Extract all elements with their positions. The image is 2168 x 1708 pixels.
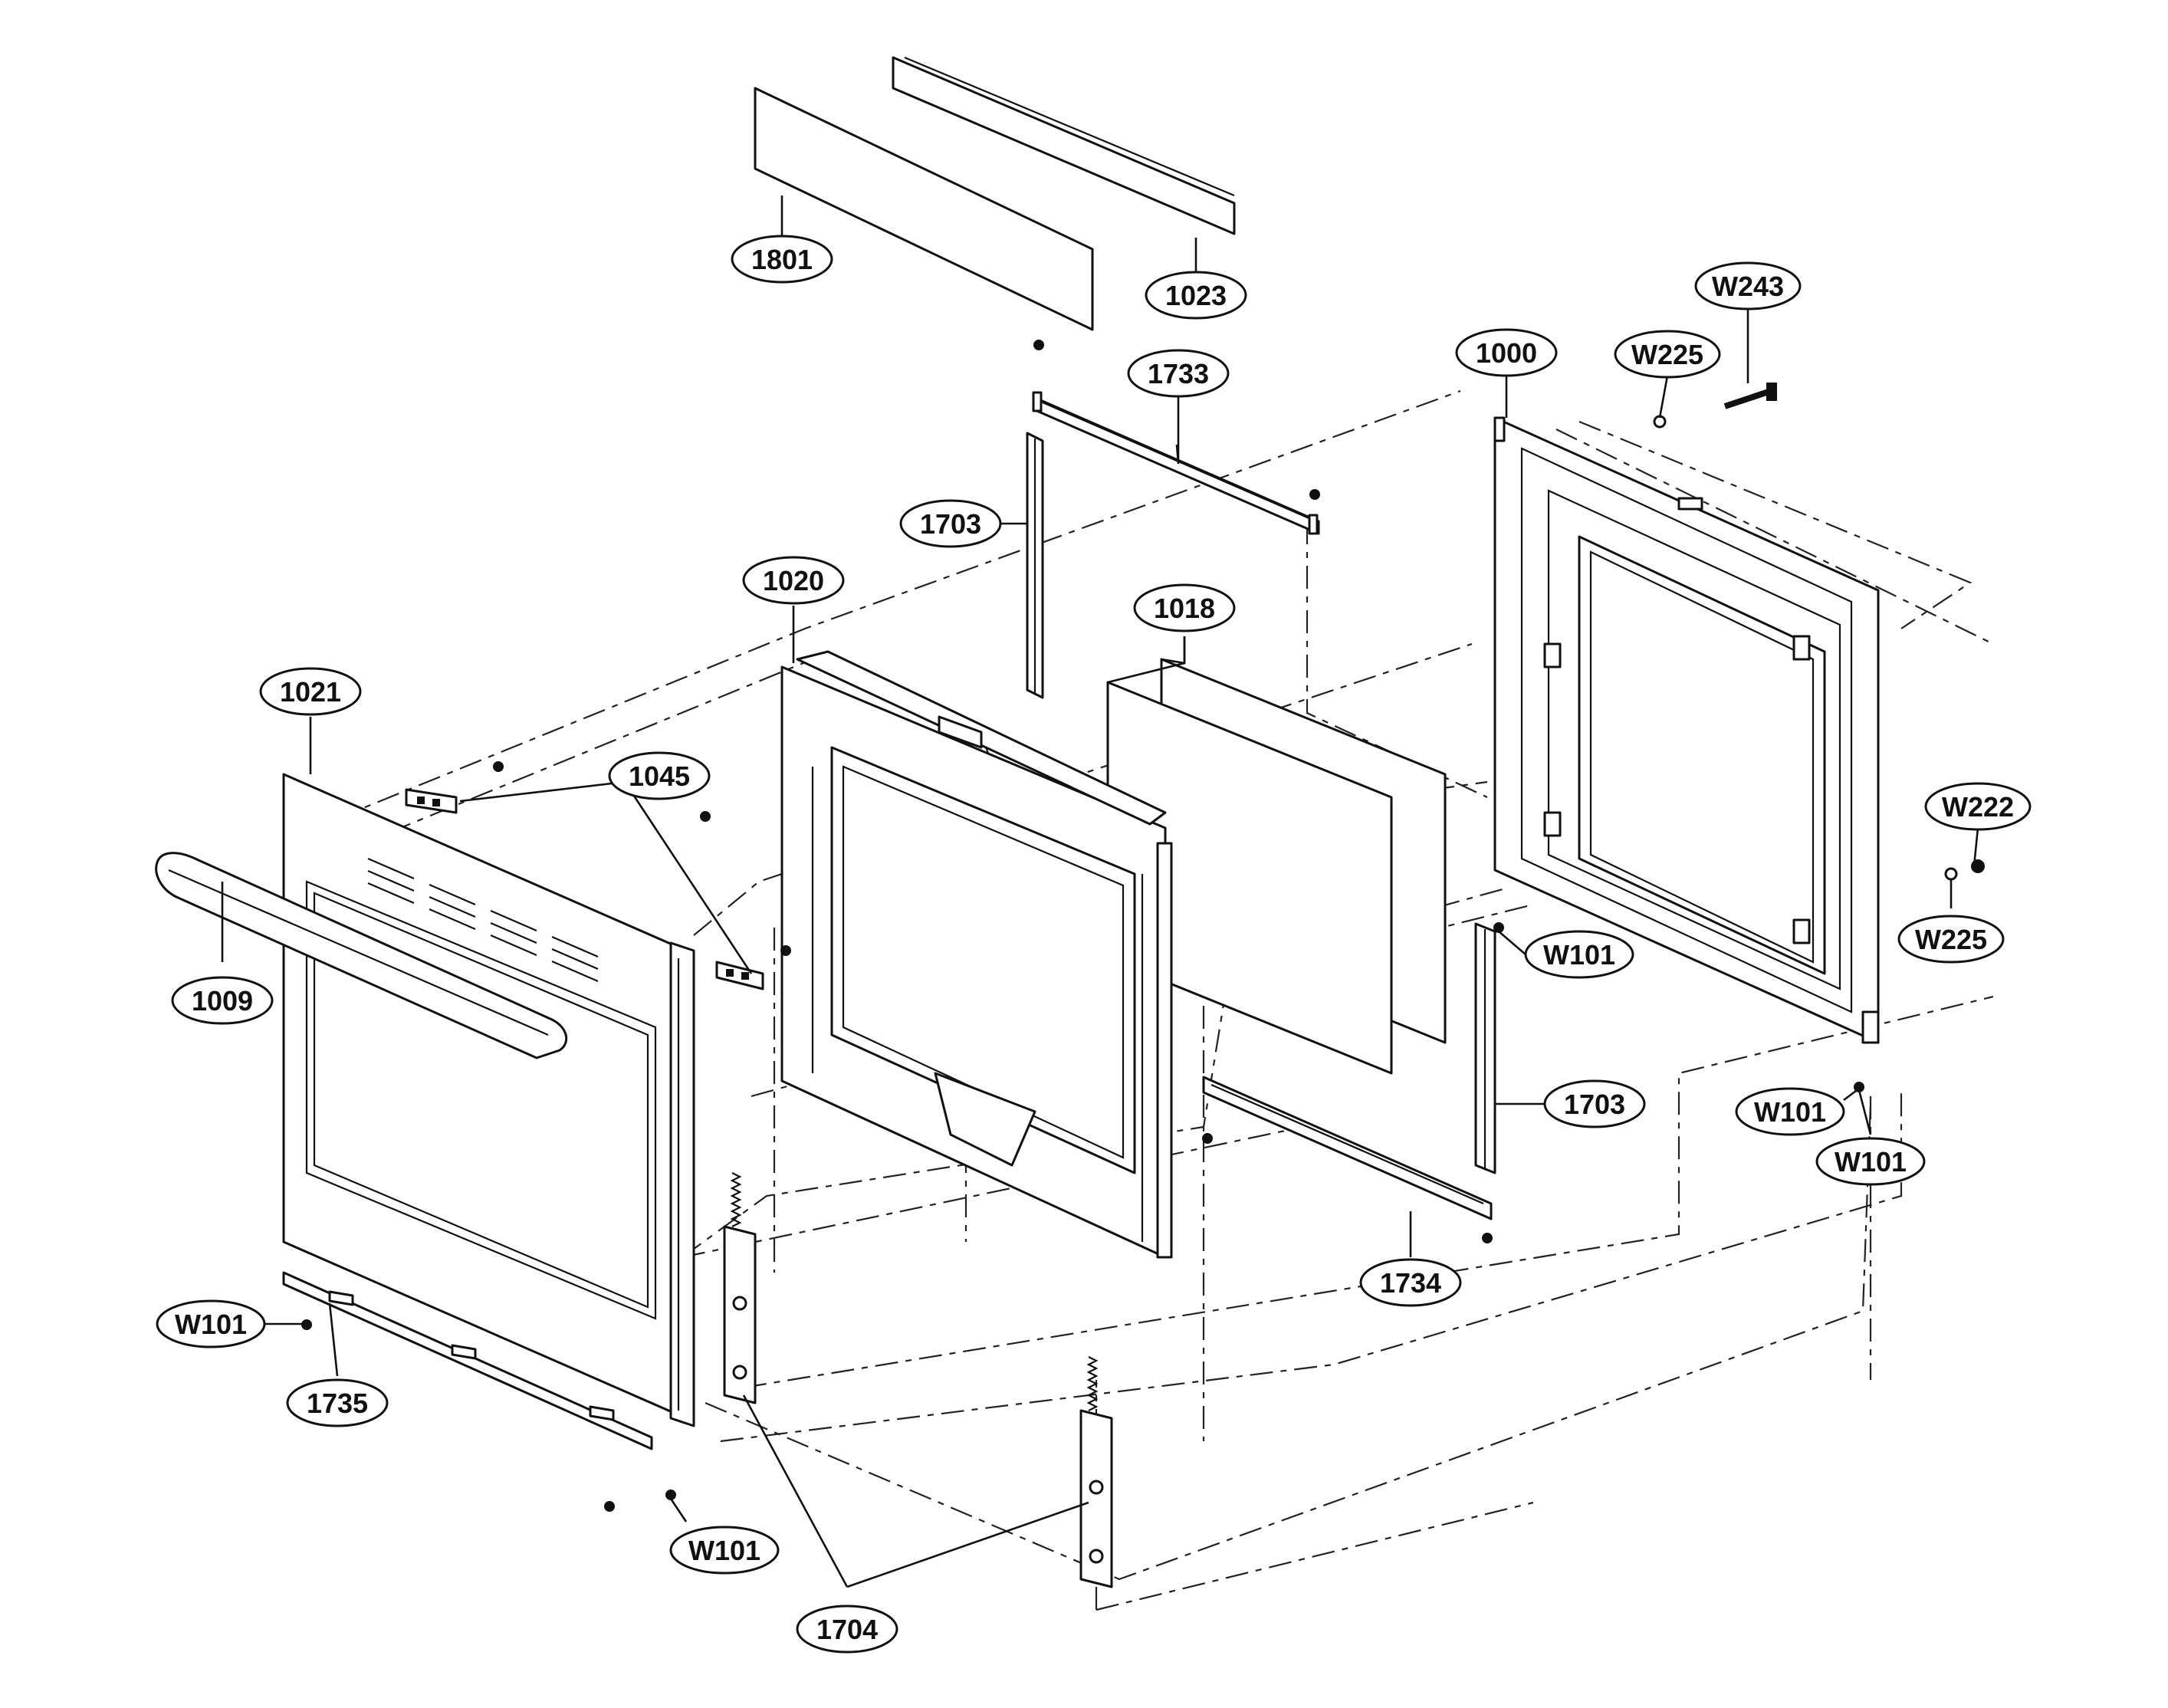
svg-text:1703: 1703 <box>920 508 981 540</box>
svg-text:1023: 1023 <box>1165 280 1227 311</box>
screw-bottom <box>604 1501 615 1512</box>
svg-text:W101: W101 <box>1543 939 1615 971</box>
callout-w243: W243 <box>1694 261 1802 310</box>
svg-text:W101: W101 <box>1835 1146 1907 1178</box>
svg-text:1703: 1703 <box>1564 1089 1625 1120</box>
svg-text:1000: 1000 <box>1476 337 1537 369</box>
inner-frame-1000 <box>1493 416 1880 1044</box>
svg-text:1733: 1733 <box>1148 358 1209 389</box>
callout-1000: 1000 <box>1455 328 1558 377</box>
screw-top-b <box>1309 489 1320 500</box>
svg-text:1009: 1009 <box>192 985 253 1017</box>
hinge-1704-a <box>723 1172 757 1404</box>
callout-w101-right-a: W101 <box>1735 1087 1845 1136</box>
callout-1703-upper: 1703 <box>899 499 1002 548</box>
screw-top-a <box>1033 340 1044 350</box>
callout-1020: 1020 <box>742 556 845 605</box>
screw-mid <box>700 811 711 822</box>
leader-lines <box>221 195 1979 1588</box>
panel-1801 <box>754 87 1094 331</box>
callout-1734: 1734 <box>1359 1258 1462 1307</box>
middle-frame-1020 <box>780 650 1173 1259</box>
callout-1703-lower: 1703 <box>1543 1079 1646 1128</box>
channel-1733 <box>1032 391 1320 535</box>
callout-1021: 1021 <box>259 667 362 716</box>
hinge-1704-b <box>1079 1356 1113 1588</box>
svg-text:1734: 1734 <box>1380 1267 1441 1299</box>
svg-text:W243: W243 <box>1712 271 1784 302</box>
washer-w225b <box>1944 867 1958 881</box>
svg-text:1021: 1021 <box>280 676 341 708</box>
handle-1009 <box>155 852 568 1059</box>
callout-w101-bottom: W101 <box>669 1526 780 1575</box>
svg-text:W101: W101 <box>175 1309 247 1340</box>
svg-text:1801: 1801 <box>751 244 813 275</box>
screw-w101-a <box>1493 922 1504 933</box>
screw-w101-d <box>301 1319 312 1330</box>
svg-text:1045: 1045 <box>629 760 690 792</box>
washer-w225a <box>1653 415 1667 429</box>
bracket-1045-a <box>405 788 458 814</box>
callout-1045: 1045 <box>608 751 711 800</box>
seal-1703-upper <box>1026 432 1044 699</box>
callout-1733: 1733 <box>1127 349 1230 398</box>
bracket-1045-b <box>715 961 764 990</box>
screw-w243 <box>1723 383 1777 409</box>
callout-1704: 1704 <box>796 1605 898 1654</box>
svg-text:1704: 1704 <box>816 1614 878 1645</box>
callout-w225-top: W225 <box>1614 330 1721 379</box>
svg-text:W225: W225 <box>1915 924 1987 955</box>
callout-1009: 1009 <box>171 976 274 1025</box>
trim-1735 <box>282 1271 653 1450</box>
screw-1734-a <box>1202 1133 1213 1144</box>
svg-text:W101: W101 <box>688 1535 760 1566</box>
callout-w101-right-mid: W101 <box>1524 930 1634 979</box>
outer-door-1021 <box>282 773 695 1427</box>
callout-1801: 1801 <box>731 235 833 284</box>
svg-text:W222: W222 <box>1942 791 2014 823</box>
screw-1045-b <box>780 945 791 956</box>
screw-1734-b <box>1482 1233 1493 1243</box>
screw-1045-a <box>493 761 504 772</box>
screw-w101-e <box>665 1490 676 1500</box>
svg-text:1020: 1020 <box>763 565 824 596</box>
svg-text:W225: W225 <box>1631 339 1703 370</box>
glass-1018 <box>1106 658 1447 1075</box>
svg-text:1018: 1018 <box>1154 593 1215 624</box>
svg-text:1735: 1735 <box>307 1388 368 1419</box>
callout-1023: 1023 <box>1145 271 1247 320</box>
callout-w225-right: W225 <box>1897 915 2005 964</box>
seal-1703-lower <box>1474 922 1496 1174</box>
trim-1023 <box>892 56 1236 235</box>
callout-w101-left: W101 <box>156 1299 266 1348</box>
vent-slots <box>367 857 599 983</box>
callout-1735: 1735 <box>286 1378 389 1427</box>
channel-1734 <box>1202 1076 1493 1220</box>
callout-w101-right-b: W101 <box>1815 1137 1926 1186</box>
callout-1018: 1018 <box>1133 583 1236 632</box>
svg-text:W101: W101 <box>1754 1096 1826 1128</box>
callout-w222: W222 <box>1924 782 2032 831</box>
